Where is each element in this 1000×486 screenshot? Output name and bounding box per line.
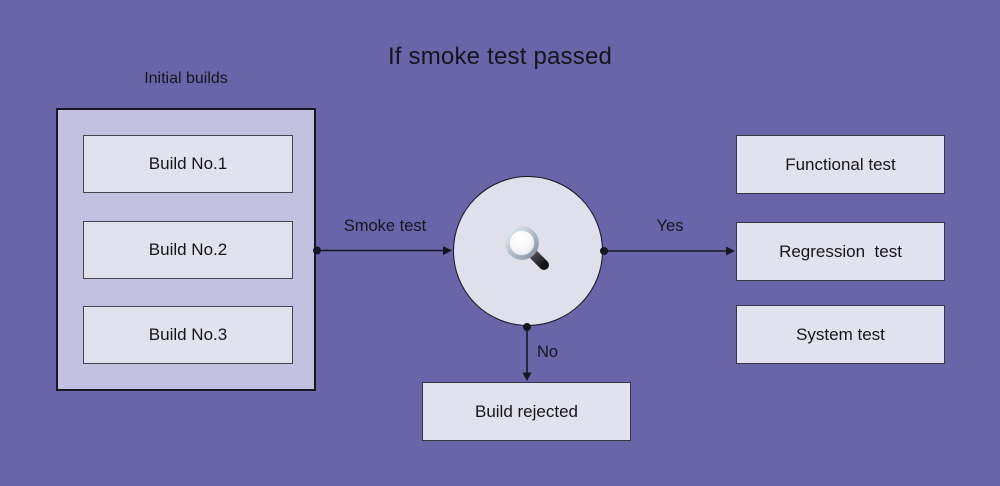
initial-builds-group: Build No.1 Build No.2 Build No.3 bbox=[56, 108, 316, 391]
smoke-test-decision-node bbox=[453, 176, 603, 326]
build-2-node: Build No.2 bbox=[83, 221, 293, 279]
no-edge-label: No bbox=[537, 343, 559, 361]
build-rejected-node: Build rejected bbox=[422, 382, 631, 441]
build-1-node: Build No.1 bbox=[83, 135, 293, 193]
functional-test-node: Functional test bbox=[736, 135, 945, 194]
yes-edge-label: Yes bbox=[656, 217, 684, 235]
smoke-test-edge-label: Smoke test bbox=[343, 217, 427, 235]
regression-test-node: Regression test bbox=[736, 222, 945, 281]
diagram-title: If smoke test passed bbox=[387, 43, 613, 70]
magnifier-icon bbox=[505, 226, 549, 270]
initial-builds-label: Initial builds bbox=[144, 70, 228, 87]
system-test-node: System test bbox=[736, 305, 945, 364]
build-3-node: Build No.3 bbox=[83, 306, 293, 364]
